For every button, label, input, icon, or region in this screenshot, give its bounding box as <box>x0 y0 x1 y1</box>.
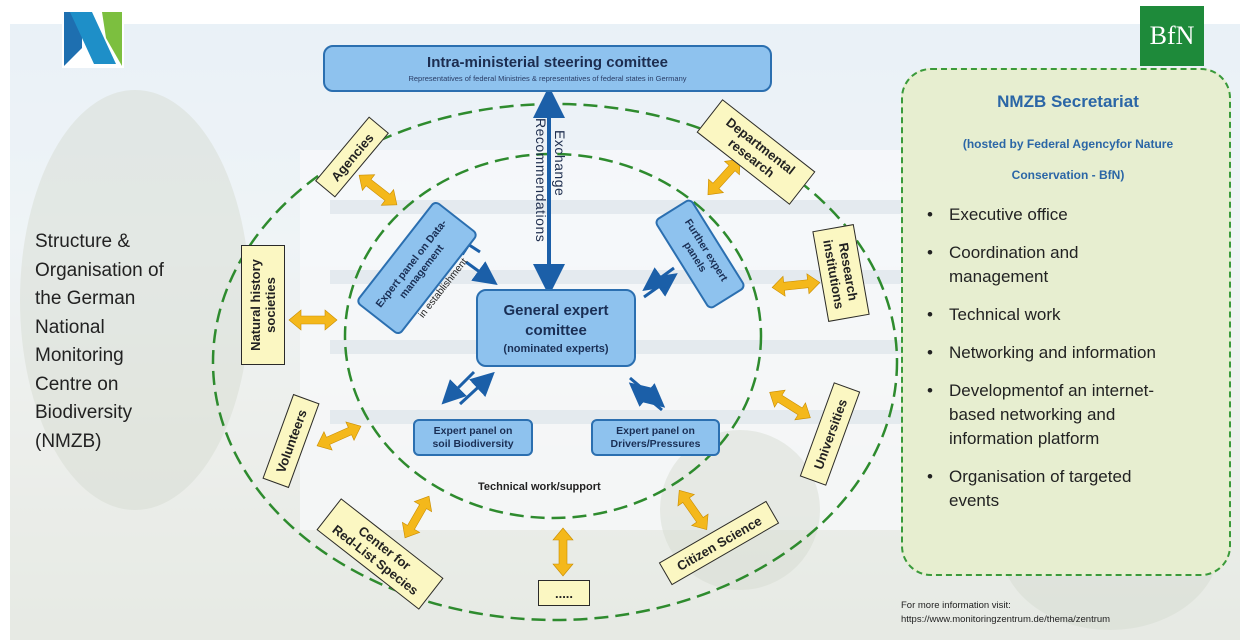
exchange-arrow-volunteers <box>316 421 362 451</box>
panel-soil-biodiversity: Expert panel on soil Biodiversity <box>413 419 533 456</box>
diagram-title: Structure & Organisation of the German N… <box>35 231 164 452</box>
exchange-arrow-natural-history <box>288 309 338 331</box>
secretariat-task: Developmentof an internet- based network… <box>925 379 1225 451</box>
technical-support-label: Technical work/support <box>478 481 601 493</box>
secretariat-task: Executive office <box>925 203 1225 227</box>
panel-drivers-pressures: Expert panel on Drivers/Pressures <box>591 419 720 456</box>
secretariat-task: Technical work <box>925 303 1225 327</box>
general-committee-subtitle: (nominated experts) <box>503 343 609 355</box>
recommendations-label: Recommendations <box>533 118 549 243</box>
exchange-arrow-universities <box>769 389 811 421</box>
bfn-logo: BfN <box>1140 6 1204 66</box>
secretariat-subtitle-line2: Conservation - BfN) <box>1011 168 1125 182</box>
exchange-arrow-redlist <box>401 495 433 539</box>
exchange-arrow-agencies <box>358 174 398 206</box>
stakeholder-more: ..... <box>538 580 590 606</box>
nmzb-logo-icon <box>62 8 124 68</box>
exchange-arrow-more <box>552 527 574 577</box>
secretariat-subtitle-line1: (hosted by Federal Agencyfor Nature <box>962 137 1174 151</box>
secretariat-task-list: Executive office Coordination and manage… <box>925 203 1225 527</box>
link-arrow <box>628 382 663 412</box>
inner-ring <box>343 152 763 520</box>
exchange-arrow-research <box>771 273 821 297</box>
steering-committee-box: Intra-ministerial steering comittee Repr… <box>323 45 772 92</box>
link-arrow <box>629 376 666 408</box>
exchange-label: Exchange <box>552 130 568 197</box>
link-arrow <box>458 371 495 406</box>
secretariat-task: Organisation of targeted events <box>925 465 1225 513</box>
secretariat-task: Coordination and management <box>925 241 1225 289</box>
footer-info: For more information visit: https://www.… <box>901 599 1110 627</box>
footer-text: For more information visit: <box>901 600 1011 611</box>
exchange-arrow-citizen <box>677 489 709 531</box>
link-arrow <box>642 266 675 292</box>
secretariat-task: Networking and information <box>925 341 1225 365</box>
secretariat-title: NMZB Secretariat <box>997 92 1139 111</box>
footer-link[interactable]: https://www.monitoringzentrum.de/thema/z… <box>901 614 1111 625</box>
stakeholder-natural-history: Natural history societies <box>241 245 285 365</box>
steering-committee-title: Intra-ministerial steering comittee <box>427 54 668 71</box>
steering-committee-subtitle: Representatives of federal Ministries & … <box>408 74 687 83</box>
general-committee-title: General expert comittee <box>503 302 609 339</box>
secretariat-panel: NMZB Secretariat (hosted by Federal Agen… <box>901 68 1231 576</box>
link-arrow <box>465 260 498 286</box>
general-expert-committee-box: General expert comittee (nominated exper… <box>476 289 636 367</box>
